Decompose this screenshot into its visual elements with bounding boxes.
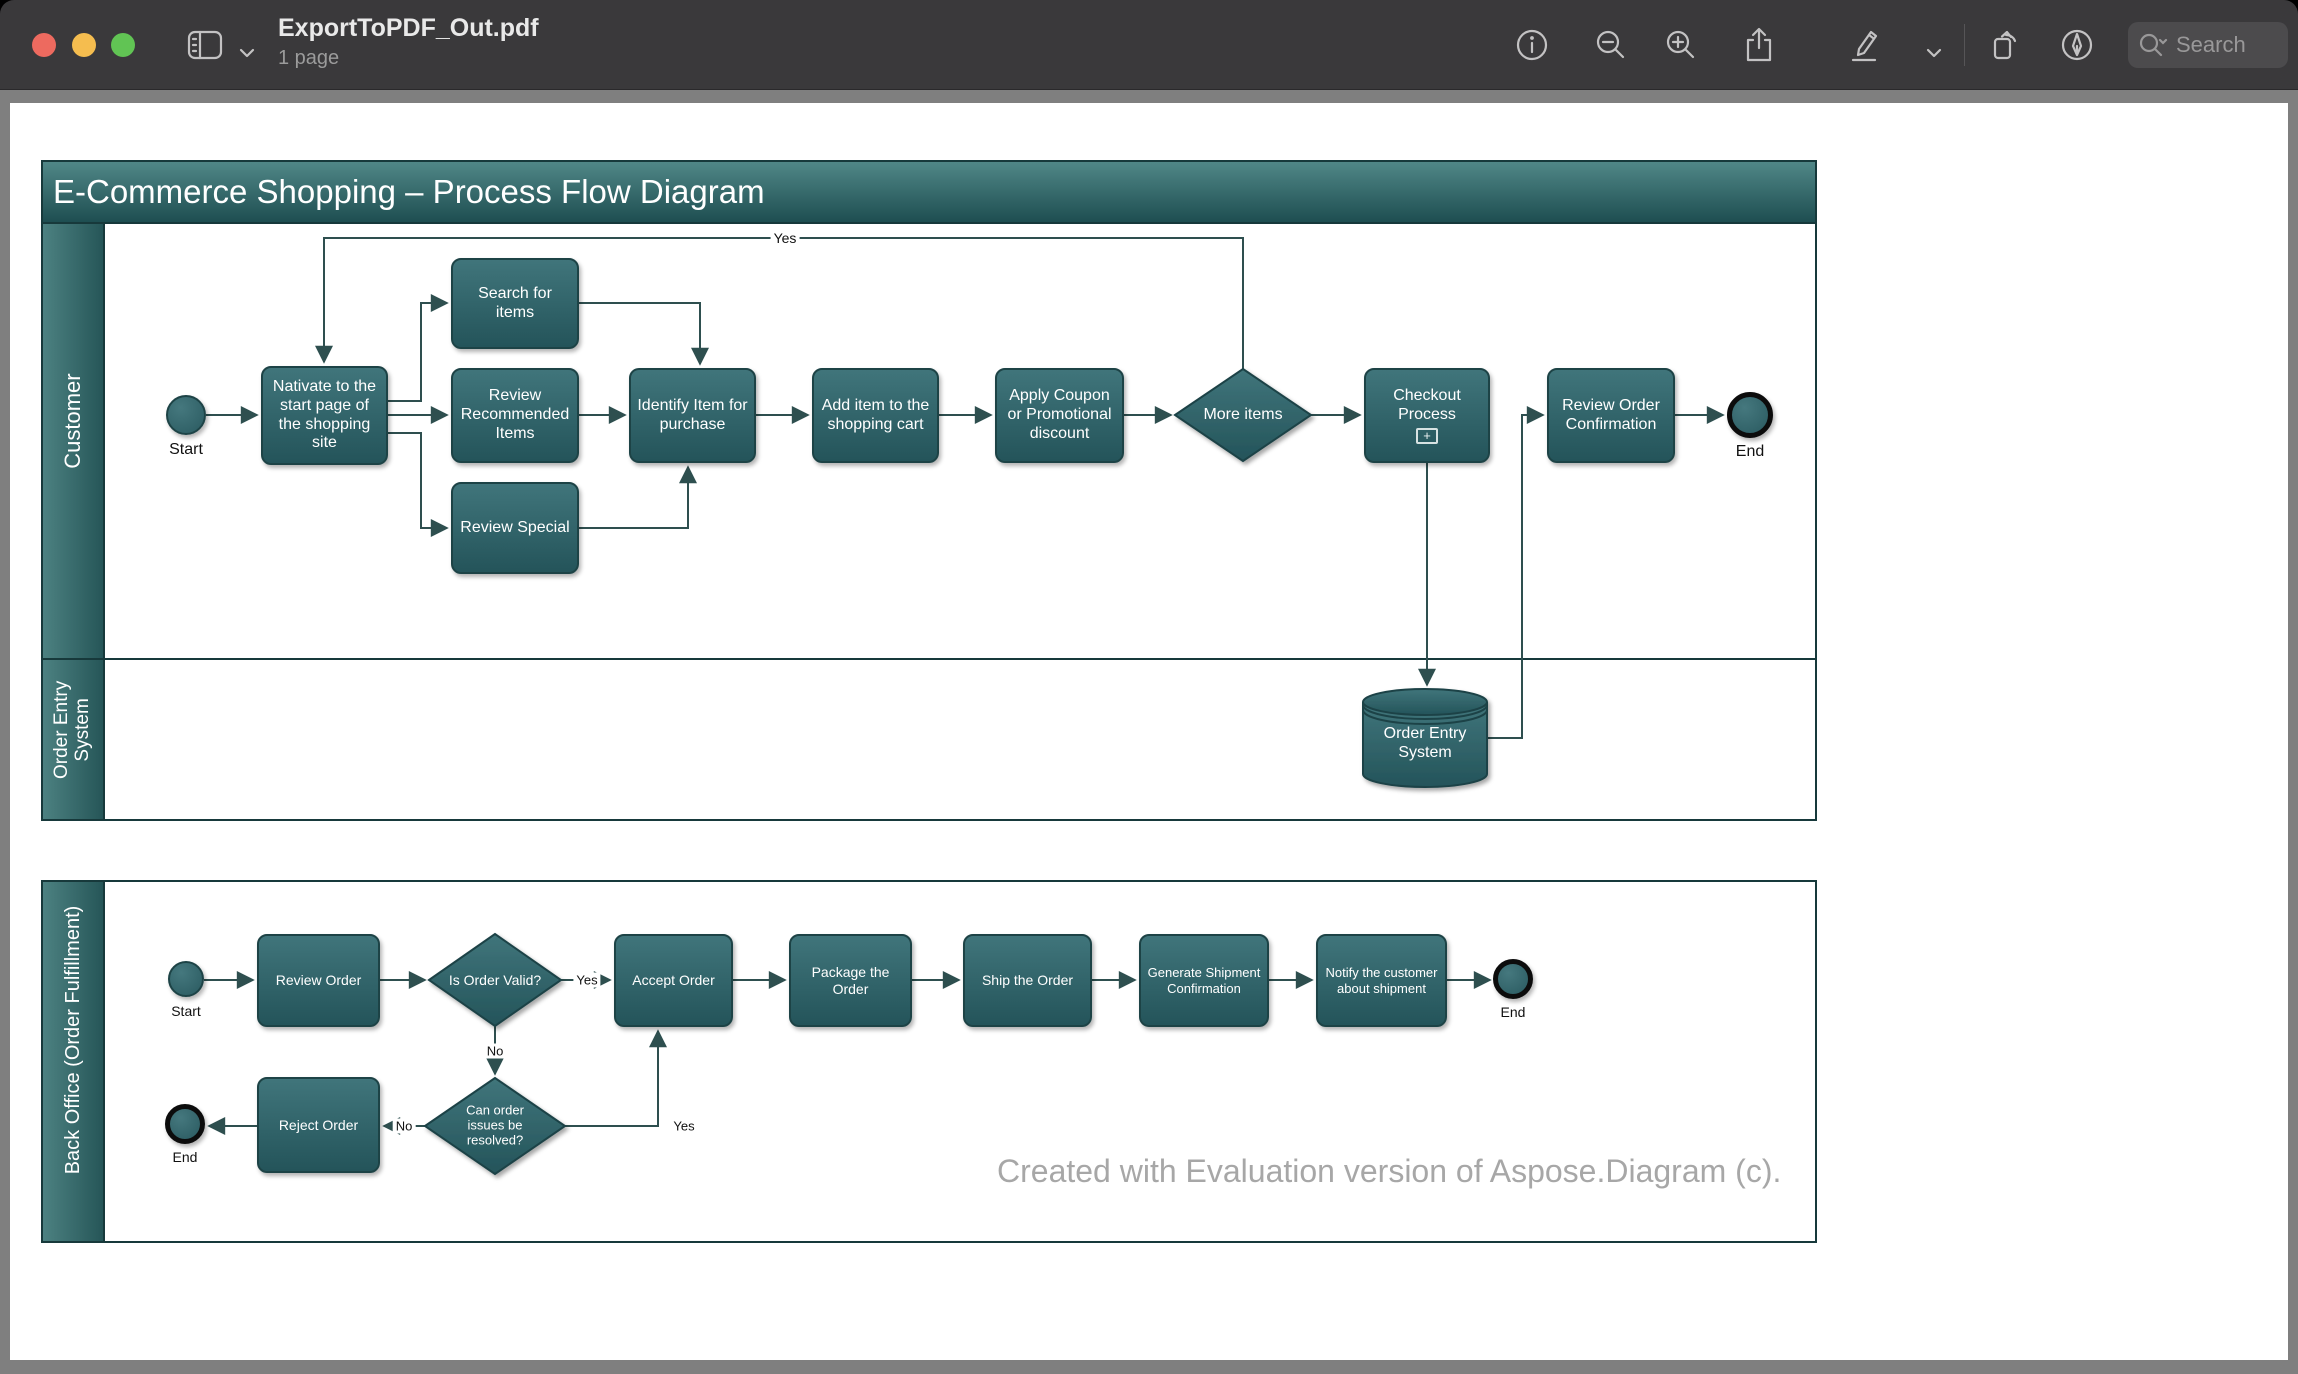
edge-label-resolve-yes: Yes	[670, 1118, 698, 1134]
end-event-back-office	[1493, 959, 1533, 999]
end-event-reject	[165, 1104, 205, 1144]
task-label: Review Order	[275, 972, 362, 989]
search-field[interactable]	[2128, 22, 2288, 68]
task-label: Checkout Process	[1393, 387, 1461, 423]
rotate-icon	[1993, 30, 2017, 60]
lane-label-customer: Customer	[59, 373, 85, 469]
start-label: Start	[171, 1003, 201, 1019]
rotate-button[interactable]	[1986, 26, 2024, 64]
task-identify-item: Identify Item for purchase	[629, 368, 756, 463]
start-event-back-office	[168, 961, 204, 997]
task-checkout-process: Checkout Process +	[1364, 368, 1490, 463]
info-icon	[1516, 29, 1548, 61]
edge-label-valid-yes: Yes	[573, 972, 601, 988]
pen-nib-icon	[2061, 29, 2093, 61]
diagram-title-bar: E-Commerce Shopping – Process Flow Diagr…	[43, 162, 1815, 224]
evaluation-watermark: Created with Evaluation version of Aspos…	[997, 1153, 1782, 1189]
task-label: Notify the customer about shipment	[1325, 965, 1438, 996]
task-label: Review Recommended Items	[460, 387, 570, 442]
markup-options-chevron[interactable]	[1915, 34, 1953, 72]
markup-button[interactable]	[1844, 26, 1882, 64]
start-label: Start	[169, 441, 203, 458]
task-notify-customer: Notify the customer about shipment	[1316, 934, 1447, 1027]
lane-strip-order-entry	[43, 658, 105, 819]
lane-label-order-entry: Order Entry System	[51, 680, 93, 779]
edge-label-resolve-no: No	[392, 1118, 416, 1134]
edge-label-yes-loop: Yes	[770, 230, 800, 246]
end-event-customer	[1727, 392, 1773, 438]
zoom-out-icon	[1596, 30, 1625, 59]
info-button[interactable]	[1513, 26, 1551, 64]
task-label: Add item to the shopping cart	[821, 396, 930, 433]
task-label: Review Special	[460, 518, 570, 536]
start-event-customer	[166, 395, 206, 435]
task-reject-order: Reject Order	[257, 1077, 380, 1173]
task-review-special: Review Special	[451, 482, 579, 574]
task-review-order-confirmation: Review Order Confirmation	[1547, 368, 1675, 463]
markup-pencil-icon	[1851, 30, 1878, 62]
end-label: End	[1500, 1004, 1526, 1020]
sidebar-toggle-button[interactable]	[186, 26, 224, 64]
fill-and-sign-button[interactable]	[2058, 26, 2096, 64]
sidebar-icon	[187, 30, 223, 60]
task-package-order: Package the Order	[789, 934, 912, 1027]
task-label: Apply Coupon or Promotional discount	[1007, 387, 1112, 442]
sidebar-menu-chevron[interactable]	[228, 34, 266, 72]
task-apply-coupon: Apply Coupon or Promotional discount	[995, 368, 1124, 463]
task-review-recommended-items: Review Recommended Items	[451, 368, 579, 463]
pdf-content-area: E-Commerce Shopping – Process Flow Diagr…	[0, 90, 2298, 1374]
task-label: Review Order Confirmation	[1562, 396, 1660, 433]
share-button[interactable]	[1740, 26, 1778, 64]
close-button[interactable]	[32, 33, 56, 57]
document-title-block: ExportToPDF_Out.pdf 1 page	[278, 14, 539, 70]
task-add-item-to-cart: Add item to the shopping cart	[812, 368, 939, 463]
task-label: Nativate to the start page of the shoppi…	[272, 377, 377, 452]
search-input[interactable]	[2176, 32, 2266, 58]
task-label: Reject Order	[278, 1116, 359, 1133]
zoom-in-icon	[1666, 30, 1695, 59]
task-ship-order: Ship the Order	[963, 934, 1092, 1027]
search-icon	[2139, 33, 2168, 57]
task-label: Generate Shipment Confirmation	[1147, 965, 1261, 996]
pdf-page: E-Commerce Shopping – Process Flow Diagr…	[10, 103, 2288, 1360]
task-label: Identify Item for purchase	[637, 396, 748, 433]
pool-ecommerce-shopping: E-Commerce Shopping – Process Flow Diagr…	[41, 160, 1817, 821]
end-label: End	[1735, 443, 1765, 460]
document-title: ExportToPDF_Out.pdf	[278, 14, 539, 42]
gateway-is-order-valid-label: Is Order Valid?	[448, 971, 542, 988]
window-titlebar: ExportToPDF_Out.pdf 1 page	[0, 0, 2298, 90]
task-label: Search for items	[478, 284, 552, 321]
task-review-order: Review Order	[257, 934, 380, 1027]
minimize-button[interactable]	[72, 33, 96, 57]
lane-divider	[43, 658, 1815, 660]
chevron-down-icon	[239, 48, 255, 58]
task-label: Ship the Order	[981, 972, 1074, 989]
share-icon	[1746, 27, 1772, 62]
zoom-in-button[interactable]	[1662, 26, 1700, 64]
diagram-title: E-Commerce Shopping – Process Flow Diagr…	[53, 173, 765, 210]
task-label: Accept Order	[632, 972, 715, 989]
task-nativate-start-page: Nativate to the start page of the shoppi…	[261, 366, 388, 465]
toolbar-separator	[1964, 24, 1965, 66]
gateway-more-items-label: More items	[1203, 405, 1283, 423]
chevron-down-icon	[1926, 48, 1942, 58]
datastore-label: Order Entry System	[1383, 724, 1467, 761]
lane-strip-customer	[43, 224, 105, 658]
zoom-out-button[interactable]	[1592, 26, 1630, 64]
end-label: End	[172, 1149, 198, 1165]
task-search-for-items: Search for items	[451, 258, 579, 349]
task-generate-shipment-confirmation: Generate Shipment Confirmation	[1139, 934, 1269, 1027]
task-label: Package the Order	[811, 963, 890, 997]
lane-strip-back-office	[43, 882, 105, 1241]
task-accept-order: Accept Order	[614, 934, 733, 1027]
edge-label-valid-no: No	[483, 1043, 507, 1059]
lane-label-back-office: Back Office (Order Fulfillment)	[62, 905, 84, 1175]
zoom-window-button[interactable]	[111, 33, 135, 57]
document-page-count: 1 page	[278, 47, 340, 69]
subprocess-plus-icon: +	[1416, 427, 1438, 444]
gateway-resolve-label: Can order issues be resolved?	[466, 1102, 524, 1148]
